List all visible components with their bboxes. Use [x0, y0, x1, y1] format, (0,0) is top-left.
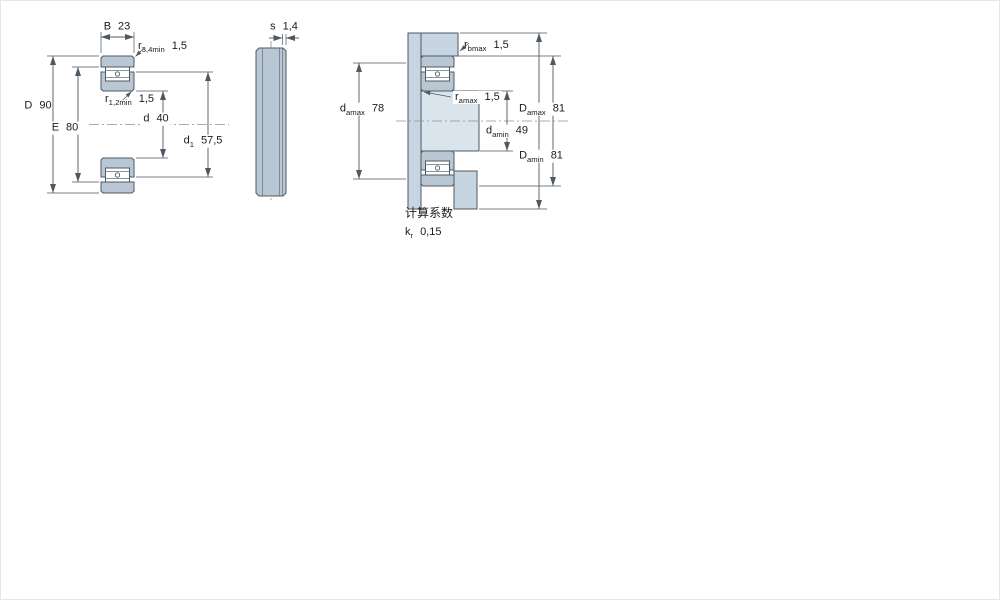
- roller-bottom: [425, 160, 450, 176]
- outer-ring-profile: [255, 47, 287, 197]
- cage-pocket: [434, 71, 441, 77]
- leader-ramax: [423, 91, 452, 98]
- right-view-mounting: [353, 32, 569, 210]
- housing-bottom: [453, 170, 478, 210]
- outer-ring-top: [100, 55, 135, 68]
- cage-pocket: [114, 172, 121, 178]
- right-view-dimensions: [353, 32, 561, 210]
- left-view-geometry: [100, 55, 135, 194]
- inner-ring-top: [420, 71, 455, 92]
- roller-top: [425, 66, 450, 82]
- leader-rbmax: [459, 42, 470, 52]
- outer-ring-top: [420, 55, 455, 68]
- left-view-cross-section: [47, 32, 229, 194]
- roller-bottom: [105, 167, 130, 183]
- outer-ring-bottom: [420, 174, 455, 187]
- inner-ring-top: [100, 71, 135, 92]
- middle-view-side-profile: [255, 34, 299, 203]
- outer-ring-bottom: [100, 181, 135, 194]
- left-view-dimensions: [47, 32, 213, 194]
- leader-r12min: [122, 91, 132, 101]
- cage-pocket: [434, 165, 441, 171]
- leader-r34min: [135, 47, 145, 57]
- housing-top: [420, 32, 459, 57]
- right-view-geometry: [396, 32, 569, 210]
- roller-top: [105, 66, 130, 82]
- calculation-factors-heading: 计算系数: [405, 206, 454, 220]
- cage-pocket: [114, 71, 121, 77]
